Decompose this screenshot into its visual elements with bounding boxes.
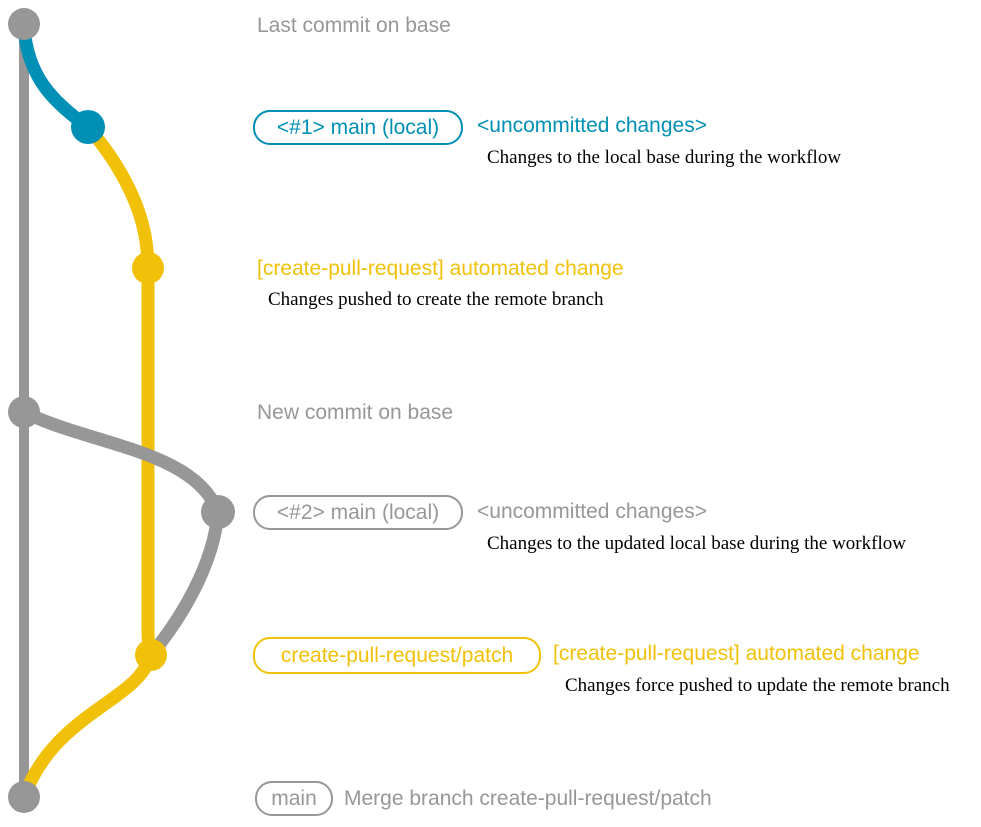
branch-tag-label: create-pull-request/patch	[280, 643, 514, 667]
branch-tag-label: <#2> main (local)	[276, 500, 440, 524]
branch-tag-label: main	[271, 786, 317, 810]
branch-tag-main-local-1: <#1> main (local)	[253, 110, 463, 145]
rebase-curve	[145, 511, 225, 660]
commit-message-uncommitted-1: <uncommitted changes>	[477, 114, 707, 137]
commit-dot-main-local-1	[71, 110, 105, 144]
base-update-curve	[21, 406, 225, 515]
commit-message-automated-1: [create-pull-request] automated change	[257, 257, 624, 280]
commit-dot-new-base	[8, 396, 40, 428]
commit-dot-main-local-2	[201, 495, 235, 529]
branch-tag-main-local-2: <#2> main (local)	[253, 495, 463, 530]
commit-message-last-base: Last commit on base	[257, 14, 451, 37]
commit-message-automated-2: [create-pull-request] automated change	[553, 642, 920, 665]
commit-dot-automated-change-1	[132, 252, 164, 284]
branch-tag-main: main	[255, 781, 333, 816]
annotation-note-3: Changes to the updated local base during…	[487, 533, 906, 554]
annotation-note-4: Changes force pushed to update the remot…	[565, 675, 950, 696]
annotation-note-1: Changes to the local base during the wor…	[487, 147, 842, 168]
annotation-note-2: Changes pushed to create the remote bran…	[268, 289, 604, 310]
commit-message-merge: Merge branch create-pull-request/patch	[344, 787, 712, 810]
branch-tag-patch: create-pull-request/patch	[253, 637, 541, 674]
commit-dot-last-base	[8, 8, 40, 40]
git-graph-canvas	[8, 8, 235, 813]
commit-message-new-base: New commit on base	[257, 401, 454, 424]
commit-message-uncommitted-2: <uncommitted changes>	[477, 500, 707, 523]
patch-branch-line	[83, 122, 158, 658]
local-main-branch-curve	[17, 27, 92, 133]
commit-dot-merge	[8, 781, 40, 813]
branch-tag-label: <#1> main (local)	[276, 115, 440, 139]
merge-curve	[17, 652, 158, 800]
commit-dot-automated-change-2	[135, 639, 167, 671]
